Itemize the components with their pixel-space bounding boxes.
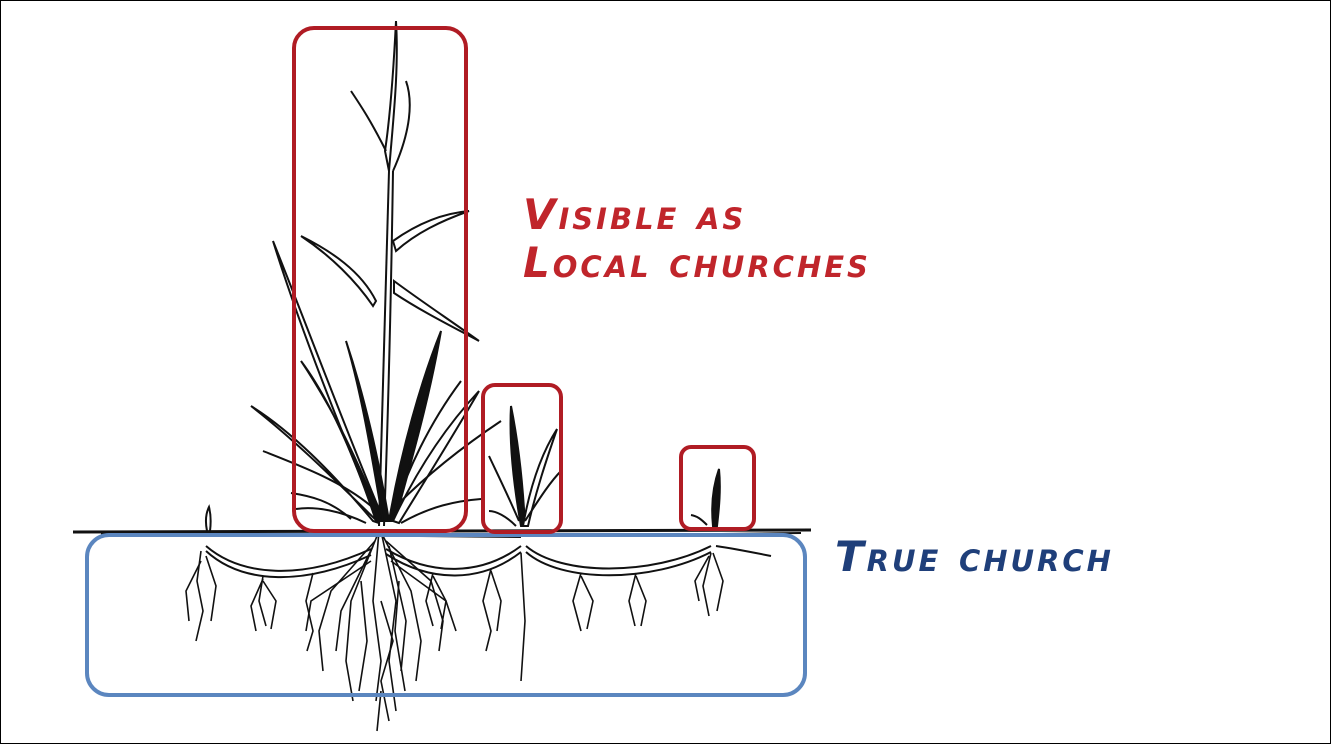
visible-local-churches-label: Visible as Local churches xyxy=(523,190,871,288)
local-church-box-small xyxy=(679,445,756,531)
small-plant-icon xyxy=(690,468,721,527)
sprout-icon xyxy=(204,504,212,532)
middle-plant-icon xyxy=(488,405,562,527)
main-plant-icon xyxy=(250,20,502,527)
true-church-box xyxy=(85,533,807,697)
local-church-box-large xyxy=(292,26,468,533)
visible-label-line-1: Visible as xyxy=(523,190,747,239)
local-church-box-medium xyxy=(481,383,563,534)
roots-icon xyxy=(185,530,724,732)
rhizome-lines xyxy=(205,545,772,578)
true-church-label: True church xyxy=(835,532,1114,581)
visible-label-line-2: Local churches xyxy=(523,238,871,288)
